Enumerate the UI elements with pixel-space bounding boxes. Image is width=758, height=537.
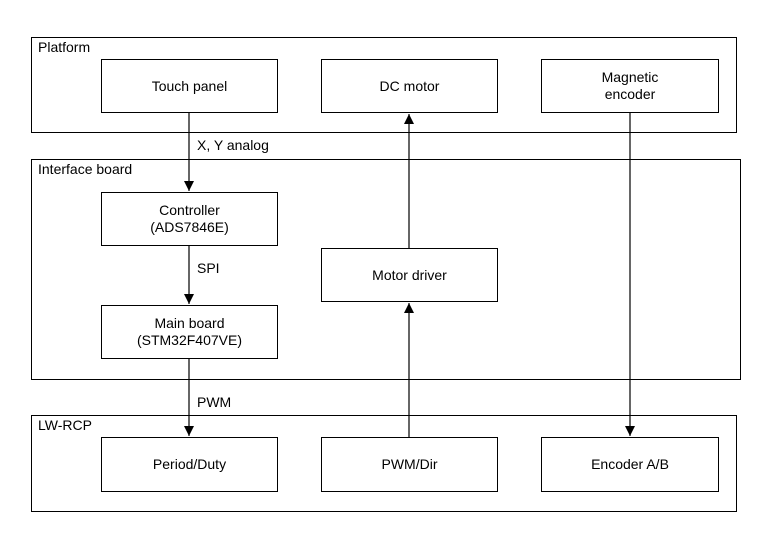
spi-label: SPI [197, 260, 220, 276]
motor-driver-line-1: Motor driver [372, 266, 447, 283]
controller-line-2: (ADS7846E) [150, 219, 229, 235]
main-board-box: Main board (STM32F407VE) [101, 305, 278, 359]
controller-line-1: Controller [159, 202, 220, 218]
platform-label: Platform [38, 39, 91, 55]
period-duty-box: Period/Duty [101, 437, 278, 492]
main-board-line-1: Main board [154, 315, 225, 331]
lw-rcp-label: LW-RCP [38, 417, 92, 433]
interface-board-group: Interface board [31, 159, 741, 380]
touch-panel-line-1: Touch panel [151, 77, 228, 94]
controller-box: Controller (ADS7846E) [101, 192, 278, 246]
magnetic-encoder-box: Magnetic encoder [541, 59, 719, 113]
period-duty-line-1: Period/Duty [152, 456, 227, 472]
dc-motor-line-1: DC motor [379, 77, 440, 94]
magnetic-encoder-line-1: Magnetic [601, 69, 659, 85]
platform-group: Platform [31, 37, 737, 133]
motor-driver-box: Motor driver [321, 248, 498, 302]
pwm-label: PWM [197, 394, 232, 410]
lw-rcp-group: LW-RCP [31, 415, 737, 512]
magnetic-encoder-line-2: encoder [604, 86, 656, 102]
touch-panel-box: Touch panel [101, 59, 278, 113]
encoder-ab-box: Encoder A/B [541, 437, 719, 492]
xy-analog-label: X, Y analog [197, 137, 269, 153]
dc-motor-box: DC motor [321, 59, 498, 113]
main-board-line-2: (STM32F407VE) [136, 332, 243, 348]
encoder-ab-line-1: Encoder A/B [591, 456, 669, 472]
pwm-dir-line-1: PWM/Dir [381, 456, 438, 472]
interface-board-label: Interface board [38, 161, 133, 177]
pwm-dir-box: PWM/Dir [321, 437, 498, 492]
